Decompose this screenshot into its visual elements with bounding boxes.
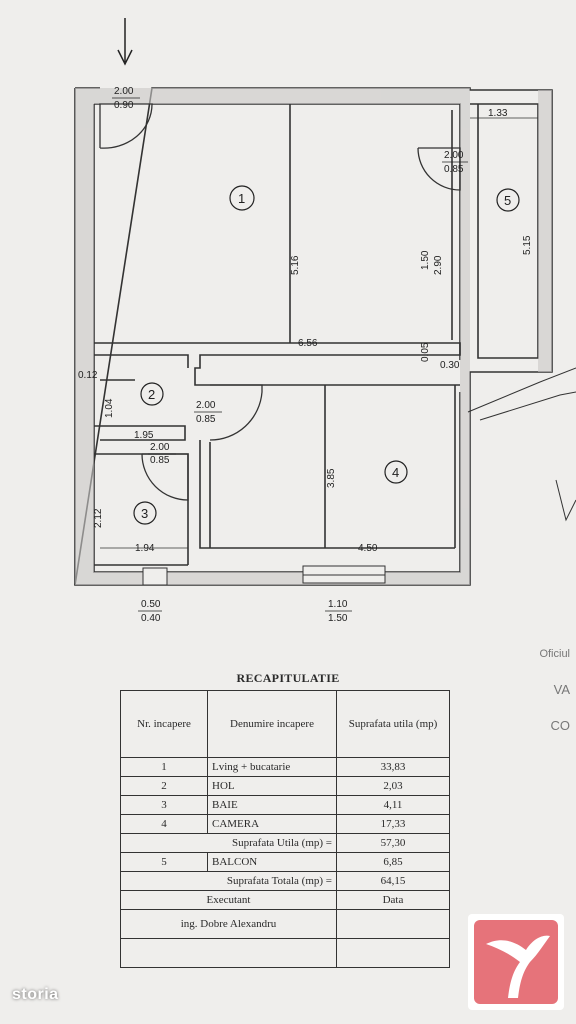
win-left-bottom: 0.40 [141, 613, 161, 624]
bath-door-bottom: 0.85 [150, 455, 170, 466]
recap-title: RECAPITULATIE [236, 671, 340, 685]
win-right-top: 1.10 [328, 599, 348, 610]
room2-number: 2 [148, 387, 155, 402]
room4-width: 4.50 [358, 543, 378, 554]
executant-row: Executant Data [120, 890, 450, 910]
dimension-lines [100, 117, 538, 549]
room4-height: 3.85 [326, 468, 337, 488]
total-area-label: Suprafata Totala (mp) = [120, 871, 337, 891]
engineer-row: ing. Dobre Alexandru [120, 909, 450, 939]
recap-table: Nr. incapere Denumire incapere Suprafata… [120, 690, 450, 968]
win-right-bottom: 1.50 [328, 613, 348, 624]
room5-door-top: 2.00 [444, 150, 464, 161]
margin-stamp-text: Oficiul VA CO [534, 640, 574, 800]
date-label: Data [336, 890, 450, 910]
door-swings [99, 103, 461, 501]
hall-door-bottom: 0.85 [196, 414, 216, 425]
room1-window-bottom: 2.90 [433, 255, 444, 275]
room5-top: 1.33 [488, 108, 508, 119]
row-nr: 3 [120, 795, 208, 815]
margin-text-3: CO [550, 718, 571, 733]
room3-height: 2.12 [93, 508, 104, 528]
header-nr: Nr. incapere [120, 690, 208, 758]
engineer-name: ing. Dobre Alexandru [120, 909, 337, 939]
room5-door-bottom: 0.85 [444, 164, 464, 175]
room2-height: 1.04 [104, 398, 115, 418]
pen-marks [467, 367, 576, 522]
balcony-area: 6,85 [336, 852, 450, 872]
room1-height: 5.16 [290, 255, 301, 275]
dimension-texts: 2.00 0.90 1 5.16 1.50 2.90 6.56 0.05 0.3… [78, 86, 533, 624]
room-circles [133, 185, 520, 525]
bottom-windows [142, 565, 386, 586]
row-nr: 2 [120, 776, 208, 796]
header-name: Denumire incapere [207, 690, 337, 758]
row-name: Lving + bucatarie [207, 757, 337, 777]
room3-number: 3 [141, 506, 148, 521]
useful-area-label: Suprafata Utila (mp) = [120, 833, 337, 853]
row-area: 2,03 [336, 776, 450, 796]
storia-logo-icon [474, 920, 558, 1004]
useful-area-row: Suprafata Utila (mp) = 57,30 [120, 833, 450, 853]
room1-number: 1 [238, 191, 245, 206]
hall-door-top: 2.00 [196, 400, 216, 411]
row-name: CAMERA [207, 814, 337, 834]
balcony-row: 5 BALCON 6,85 [120, 852, 450, 872]
win-left-top: 0.50 [141, 599, 161, 610]
date-cell [336, 909, 450, 939]
storia-watermark: storia [12, 986, 59, 1003]
signature-date-cell [336, 938, 450, 968]
total-area-value: 64,15 [336, 871, 450, 891]
storia-logo [468, 914, 564, 1010]
executant-label: Executant [120, 890, 337, 910]
row-nr: 4 [120, 814, 208, 834]
table-row: 3 BAIE 4,11 [120, 795, 450, 815]
signature-cell [120, 938, 337, 968]
balcony-name: BALCON [207, 852, 337, 872]
entry-arrow [117, 18, 133, 66]
balcony-nr: 5 [120, 852, 208, 872]
table-row: 2 HOL 2,03 [120, 776, 450, 796]
table-row: 1 Lving + bucatarie 33,83 [120, 757, 450, 777]
dim-005: 0.05 [420, 342, 431, 362]
room1-width: 6.56 [298, 338, 318, 349]
row-name: BAIE [207, 795, 337, 815]
table-row: 4 CAMERA 17,33 [120, 814, 450, 834]
room5-number: 5 [504, 193, 511, 208]
row-area: 17,33 [336, 814, 450, 834]
row-area: 4,11 [336, 795, 450, 815]
room2-width: 1.95 [134, 430, 154, 441]
recap-header-row: Nr. incapere Denumire incapere Suprafata… [120, 690, 450, 758]
row-name: HOL [207, 776, 337, 796]
entry-door-bottom: 0.90 [114, 100, 134, 111]
row-nr: 1 [120, 757, 208, 777]
dim-030: 0.30 [440, 360, 460, 371]
room4-number: 4 [392, 465, 399, 480]
bath-door-top: 2.00 [150, 442, 170, 453]
signature-row [120, 938, 450, 968]
header-area: Suprafata utila (mp) [336, 690, 450, 758]
floor-plan: 2.00 0.90 1 5.16 1.50 2.90 6.56 0.05 0.3… [74, 18, 576, 624]
interior-walls [94, 104, 461, 566]
useful-area-value: 57,30 [336, 833, 450, 853]
total-area-row: Suprafata Totala (mp) = 64,15 [120, 871, 450, 891]
dim-012: 0.12 [78, 370, 98, 381]
room5-height: 5.15 [522, 235, 533, 255]
margin-text-1: Oficiul [539, 648, 570, 660]
margin-text-2: VA [553, 682, 570, 697]
row-area: 33,83 [336, 757, 450, 777]
room1-window-top: 1.50 [420, 250, 431, 270]
room3-width: 1.94 [135, 543, 155, 554]
entry-door-top: 2.00 [114, 86, 134, 97]
